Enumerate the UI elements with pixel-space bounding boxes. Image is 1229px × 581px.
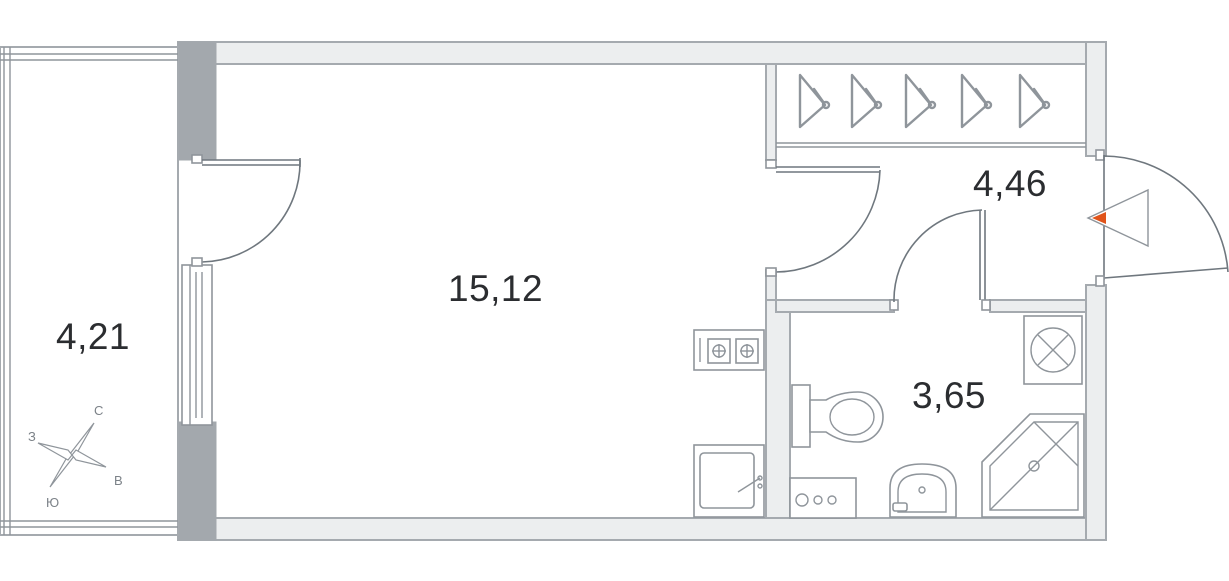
hanger-icon (798, 73, 831, 129)
compass-north: С (94, 403, 103, 418)
shower-icon (981, 413, 1085, 518)
balcony-area: 4,21 (56, 316, 131, 357)
compass-south: Ю (46, 495, 59, 510)
washbasin-icon (889, 463, 957, 518)
wardrobe (798, 73, 1051, 129)
balcony-door (191, 154, 301, 267)
window (181, 264, 213, 426)
ventilation-icon (1023, 315, 1083, 385)
compass-west: З (28, 429, 36, 444)
main-room-area: 15,12 (448, 268, 544, 309)
hanger-icon (904, 73, 937, 129)
bathroom-door (889, 209, 991, 311)
stove-icon (693, 329, 765, 371)
compass-east: В (114, 473, 123, 488)
toilet-icon (791, 384, 884, 448)
appliance-panel (789, 477, 857, 519)
room-door (765, 159, 881, 277)
hallway-area: 4,46 (973, 163, 1048, 204)
hanger-icon (850, 73, 883, 129)
entrance-arrow-icon (1086, 188, 1149, 248)
partitions (765, 63, 1087, 519)
sink-icon (693, 444, 765, 518)
bathroom-area: 3,65 (912, 375, 987, 416)
outer-walls (177, 41, 1107, 541)
compass-icon: С З В Ю (28, 403, 123, 510)
entrance-door (1086, 149, 1229, 287)
balcony (0, 46, 179, 536)
hanger-icon (1018, 73, 1051, 129)
hanger-icon (960, 73, 993, 129)
